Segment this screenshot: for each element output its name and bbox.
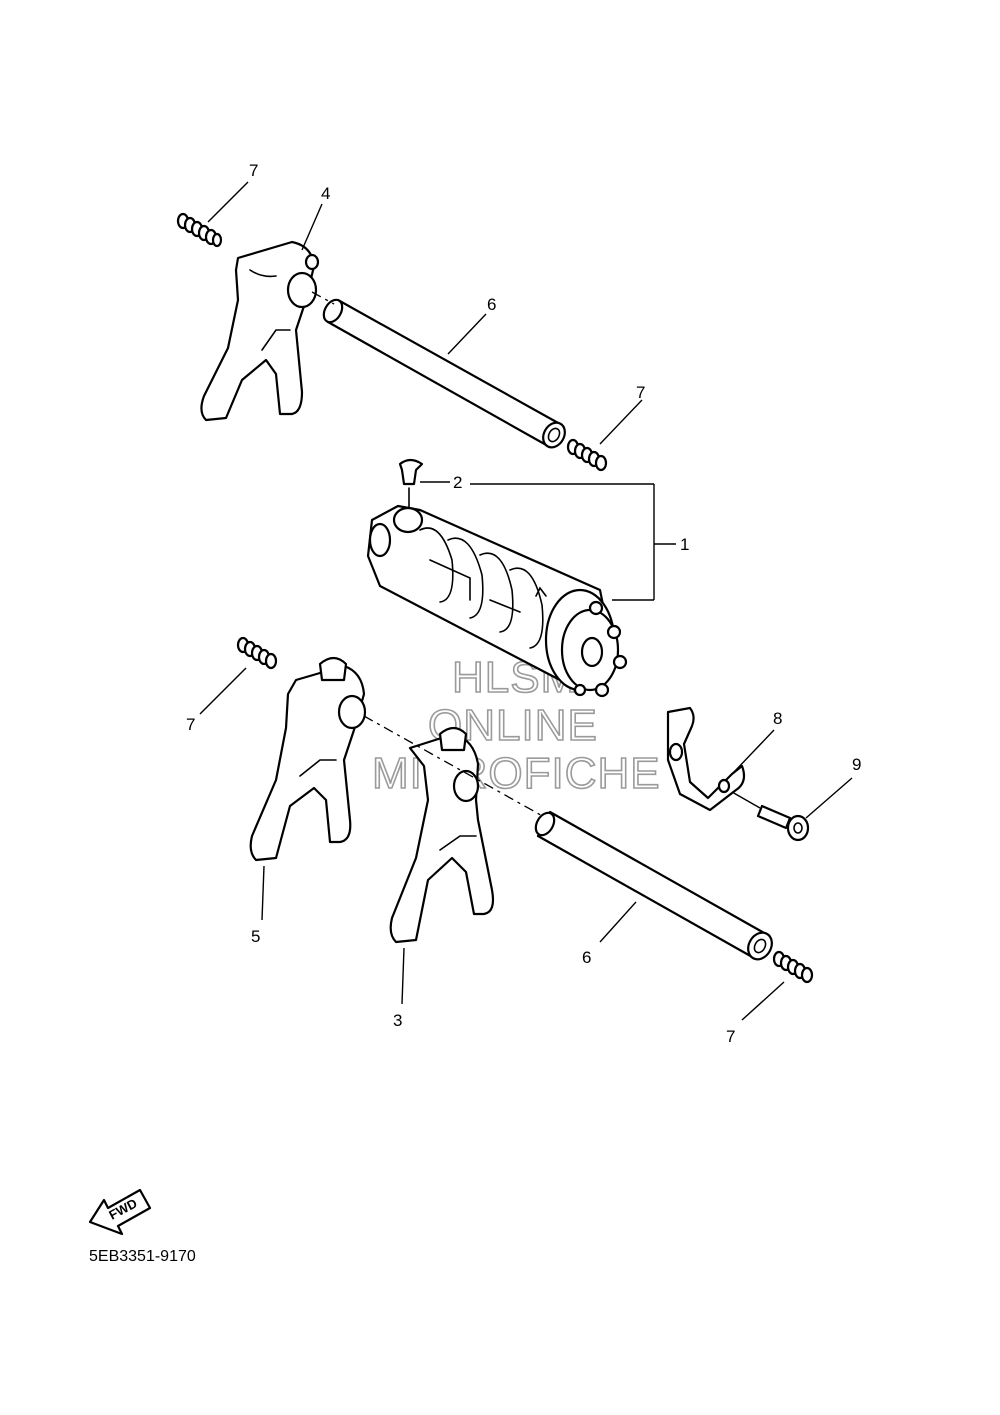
callout-3: 3: [393, 1011, 402, 1030]
callout-4: 4: [321, 184, 330, 203]
shift-drum: [366, 504, 628, 698]
spring-upper-left: [176, 212, 223, 248]
callout-7-upper-right: 7: [636, 383, 645, 402]
callout-5: 5: [251, 927, 260, 946]
spring-upper-right: [566, 438, 608, 472]
shift-fork-lower-left: [249, 656, 367, 862]
callout-6-upper: 6: [487, 295, 496, 314]
stopper-plate: [666, 706, 746, 812]
forward-arrow-icon: FWD: [88, 1188, 152, 1236]
callout-8: 8: [773, 709, 782, 728]
shift-fork-lower-middle: [389, 726, 495, 944]
part-code: 5EB3351-9170: [89, 1248, 196, 1265]
callout-7-upper-left: 7: [249, 161, 258, 180]
pin: [398, 458, 424, 511]
shift-fork-upper: [200, 240, 320, 422]
callout-7-lower-right: 7: [726, 1027, 735, 1046]
watermark: HLSM ONLINE MICROFICHE: [371, 652, 660, 799]
guide-bar-upper: [322, 298, 566, 449]
callout-1: 1: [680, 535, 689, 554]
callout-6-lower: 6: [582, 948, 591, 967]
callout-7-lower-left: 7: [186, 715, 195, 734]
bolt: [731, 791, 810, 842]
spring-lower-right: [772, 950, 814, 984]
guide-bar-lower: [534, 810, 773, 961]
callout-9: 9: [852, 755, 861, 774]
callouts: 7 4 6 7 2 1 7 8 9 5 6 3 7: [186, 161, 861, 1046]
assembly-axis-upper: [311, 291, 335, 305]
spring-lower-left: [236, 636, 278, 670]
callout-2: 2: [453, 473, 462, 492]
leader-lines: [199, 181, 853, 1021]
